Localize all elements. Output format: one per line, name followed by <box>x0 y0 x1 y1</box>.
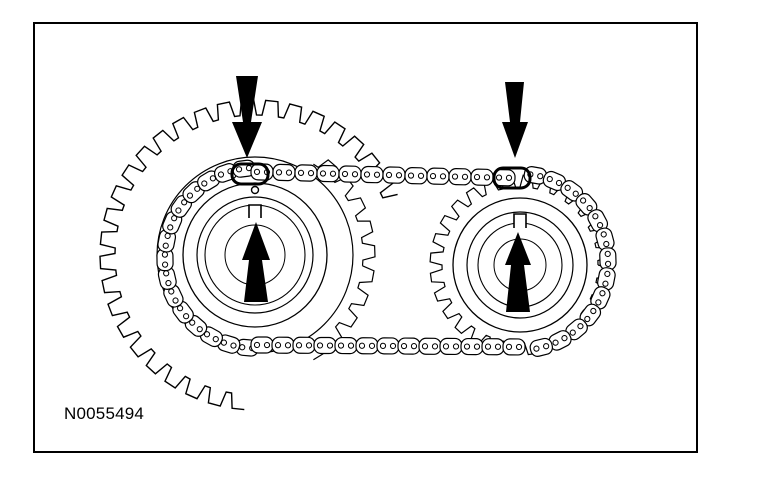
chain-link <box>404 166 428 185</box>
chain-link <box>360 165 384 184</box>
chain-link <box>599 247 617 271</box>
chain-link <box>470 168 494 186</box>
chain-link <box>460 337 484 356</box>
chain-link <box>292 336 316 354</box>
chain-link <box>316 164 340 183</box>
chain-link <box>382 166 406 184</box>
chain-link <box>397 337 421 355</box>
chain-link <box>529 337 554 357</box>
arrow-down-left <box>232 76 262 158</box>
arrow-up-left <box>242 222 270 302</box>
chain-link <box>502 338 526 356</box>
chain-link <box>156 247 174 272</box>
marked-link-right <box>492 166 532 190</box>
chain-link <box>172 300 194 324</box>
large-sprocket-teeth <box>99 99 398 411</box>
chain-link <box>439 337 463 356</box>
figure-frame <box>33 22 698 453</box>
chain-link <box>250 336 274 354</box>
left-hub <box>182 182 328 328</box>
chain-link <box>548 330 572 351</box>
chain-link <box>250 163 274 181</box>
chain-link <box>338 165 362 183</box>
chain-link <box>216 334 241 354</box>
chain-link <box>271 336 295 354</box>
chain-link <box>560 180 584 202</box>
chain-link <box>426 167 450 185</box>
chain-link <box>376 337 400 355</box>
chain-link <box>448 167 472 186</box>
figure-id-label: N0055494 <box>64 404 145 423</box>
arrow-up-right <box>505 232 531 312</box>
chain-link <box>272 163 296 182</box>
chain-link <box>492 168 516 187</box>
chain-link <box>587 209 609 233</box>
chain-link <box>595 227 615 251</box>
chain-link <box>334 336 358 355</box>
chain-link <box>313 336 337 355</box>
chain-link <box>355 337 379 355</box>
chain-link <box>197 170 221 192</box>
chain-link <box>481 338 505 356</box>
chain-link <box>163 284 184 308</box>
chain-link <box>542 170 567 192</box>
marked-link-left <box>230 162 270 186</box>
chain-link <box>418 337 442 355</box>
timing-chain <box>156 159 617 357</box>
chain-link <box>575 193 598 216</box>
arrow-down-right <box>502 82 528 158</box>
chain-link <box>294 164 318 182</box>
left-cam-sprocket-teeth <box>313 159 376 361</box>
